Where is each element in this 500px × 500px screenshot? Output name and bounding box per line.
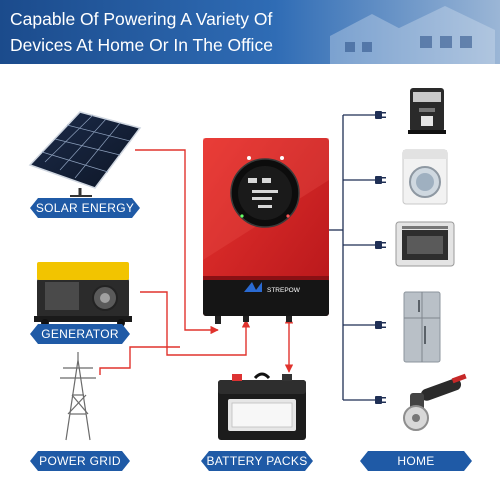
label-generator: GENERATOR (30, 324, 130, 344)
header-banner: Capable Of Powering A Variety Of Devices… (0, 0, 500, 64)
page-title: Capable Of Powering A Variety Of Devices… (10, 6, 300, 58)
oven-icon (395, 221, 455, 267)
angle-grinder-icon (403, 373, 467, 431)
brand-logo (244, 282, 262, 292)
input-wiring (99, 149, 294, 375)
label-power-grid: POWER GRID (30, 451, 130, 471)
coffee-machine-icon (408, 88, 446, 134)
power-tower-icon (60, 352, 96, 441)
generator-icon (34, 262, 132, 327)
label-solar-energy: SOLAR ENERGY (30, 198, 140, 218)
inverter: STREPOW (203, 138, 329, 324)
washing-machine-icon (402, 149, 448, 205)
solar-panel-icon (28, 111, 142, 197)
title-line-1: Capable Of Powering A Variety Of (10, 9, 273, 29)
title-line-2: Devices At Home Or In The Office (10, 35, 273, 55)
house-icon (330, 6, 495, 64)
label-battery-packs: BATTERY PACKS (201, 451, 313, 471)
inverter-brand: STREPOW (267, 287, 301, 294)
appliance-wiring (329, 114, 375, 401)
label-home-appliances: HOME APPLIANCES (360, 451, 472, 471)
battery-icon (218, 372, 306, 440)
plug-icon (375, 111, 386, 404)
refrigerator-icon (403, 291, 441, 363)
